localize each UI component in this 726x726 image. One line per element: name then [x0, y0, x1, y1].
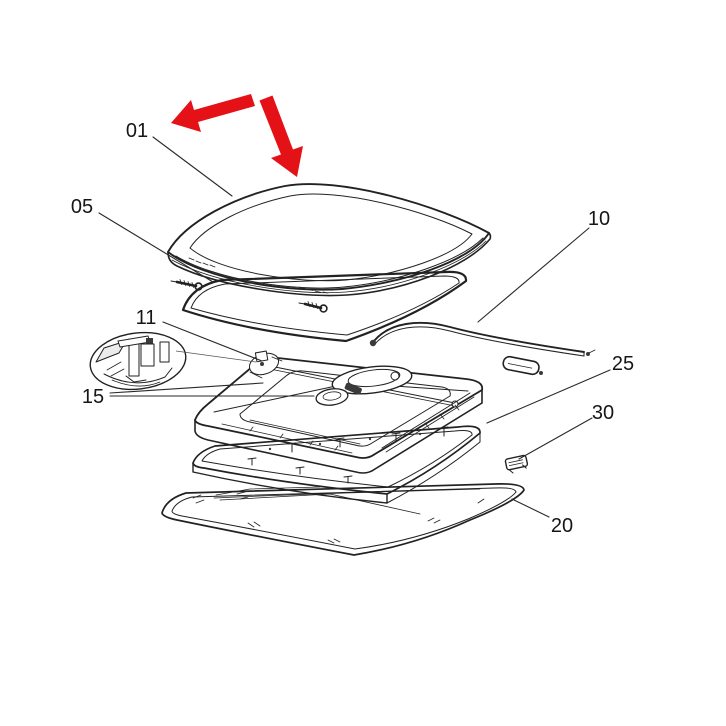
hinge-bracket: [248, 350, 283, 379]
lid-dome-top-line: [189, 193, 473, 282]
clip-body: [504, 454, 529, 471]
leader-20: [511, 498, 550, 518]
detail-side: [159, 341, 170, 363]
frame-top-face: [194, 356, 484, 459]
detail-hatch-a: [106, 361, 122, 371]
rod-right-pin-tip: [588, 349, 596, 354]
grip-line: [507, 363, 533, 369]
mechanism-frame: [194, 350, 484, 474]
frame-glass-line: [249, 419, 361, 445]
part-label-15: 15: [82, 386, 104, 408]
grip-tip: [539, 371, 543, 375]
part-label-10: 10: [588, 208, 610, 230]
garnish-ring: [161, 483, 525, 556]
fixing-clip: [504, 454, 529, 474]
seal-inner: [190, 275, 460, 336]
lid-thread-marks-left: [188, 257, 216, 268]
leader-05: [98, 212, 214, 283]
detail-panel: [140, 343, 155, 367]
part-label-05: 05: [71, 196, 93, 218]
ring-inner-1: [171, 487, 517, 550]
detail-block: [146, 338, 153, 345]
ring-left-arm: [219, 493, 421, 515]
leader-30: [518, 417, 593, 460]
rod-lower-line: [373, 326, 585, 357]
part-labels: 01 05 10 11 15 25 30 20: [71, 120, 634, 537]
screw-threads: [307, 301, 318, 309]
grip-body: [502, 355, 540, 376]
red-arrow-down-icon: [259, 95, 303, 177]
hinge-block: [254, 350, 269, 363]
mount-inner: [201, 430, 473, 488]
screw-head: [319, 304, 328, 313]
lid-skirt-inner-line: [171, 240, 487, 294]
crank-hub: [390, 371, 400, 381]
right-rail-2: [385, 396, 475, 453]
dome-lid: [167, 183, 492, 297]
hinge-line-a: [249, 371, 263, 379]
crank-assembly: [315, 365, 413, 406]
part-label-11: 11: [136, 307, 157, 329]
hinge-line-b: [271, 356, 283, 362]
crank-handle-inner: [347, 368, 401, 388]
screw-center: [298, 301, 328, 313]
leader-25: [486, 369, 611, 424]
lid-rim-line: [175, 237, 484, 289]
clip-slot-a: [508, 459, 523, 464]
detail-shelf-2: [111, 379, 161, 387]
detail-shelf: [103, 367, 173, 384]
clip-slot-b: [508, 462, 524, 467]
leader-10: [477, 227, 590, 323]
seal-outer: [181, 270, 468, 343]
part-label-25: 25: [612, 353, 634, 375]
leader-11: [162, 321, 263, 362]
clip-foot-a: [508, 469, 514, 474]
screw-left: [170, 279, 203, 291]
part-label-20: 20: [551, 515, 573, 537]
knob: [315, 388, 349, 406]
leader-lines: [98, 136, 611, 518]
part-label-01: 01: [126, 120, 148, 142]
lid-skirt: [167, 232, 492, 297]
crank-shaft: [344, 382, 362, 395]
ring-inner-flange: [213, 488, 481, 499]
right-rail-ticks: [424, 404, 460, 429]
part-label-30: 30: [592, 402, 614, 424]
ring-outer: [161, 483, 525, 556]
detail-balloon: [89, 331, 187, 391]
screw-threads: [179, 279, 194, 288]
front-rail-ticks: [249, 426, 339, 451]
leader-01: [152, 136, 233, 197]
lid-thread-marks-center: [298, 286, 329, 294]
mount-outer: [192, 425, 481, 495]
lid-seal-ring: [181, 270, 468, 343]
mount-posts-top: [287, 426, 449, 453]
frame-front-band: [194, 389, 483, 474]
mount-right-band: [386, 432, 481, 504]
right-rail: [381, 392, 471, 449]
rod-upper-line: [373, 321, 585, 353]
knob-inner: [322, 391, 342, 401]
detail-hatch-b: [110, 368, 125, 377]
detail-foot: [125, 375, 147, 383]
balloon-link-line: [175, 350, 257, 363]
ring-left-step: [215, 486, 321, 496]
hinge-pin: [260, 362, 264, 366]
direction-arrows: [171, 94, 303, 177]
bow-handle-rod: [369, 321, 596, 376]
lid-outline: [167, 183, 490, 291]
mount-screw-dots: [268, 432, 422, 451]
leader-15-a: [109, 382, 264, 394]
red-arrow-left-icon: [171, 94, 255, 132]
rod-grip: [502, 355, 540, 376]
clip-foot-b: [522, 464, 527, 469]
rod-left-pivot: [369, 339, 377, 347]
ring-texture-ticks: [192, 491, 485, 544]
mount-posts-front: [247, 457, 353, 484]
front-rail: [221, 423, 353, 454]
